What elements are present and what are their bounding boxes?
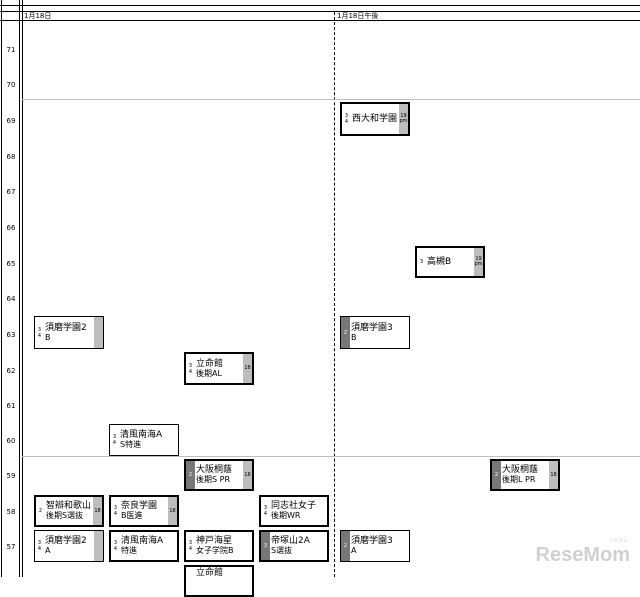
row-label: 68 bbox=[6, 153, 16, 161]
top-border-2 bbox=[0, 11, 640, 12]
gridline-70 bbox=[22, 99, 640, 100]
row-label: 63 bbox=[6, 331, 16, 339]
school-card[interactable]: 2 大阪桐蔭後期L PR 18 bbox=[490, 459, 560, 491]
row-label: 66 bbox=[6, 224, 16, 232]
row-label: 61 bbox=[6, 402, 16, 410]
row-label: 62 bbox=[6, 367, 16, 375]
row-label: 57 bbox=[6, 543, 16, 551]
gridline-60 bbox=[22, 456, 640, 457]
axis-border bbox=[19, 0, 20, 577]
row-label: 67 bbox=[6, 188, 16, 196]
row-label: 70 bbox=[6, 81, 16, 89]
axis-border-2 bbox=[22, 0, 23, 577]
row-label: 71 bbox=[6, 46, 16, 54]
column-header-right: 1月18日午後 bbox=[337, 12, 379, 20]
school-card[interactable]: 2 大阪桐蔭後期S PR 18 bbox=[184, 459, 254, 491]
row-label: 60 bbox=[6, 437, 16, 445]
row-label: 65 bbox=[6, 260, 16, 268]
row-label: 69 bbox=[6, 117, 16, 125]
resemom-logo: リセマム ReseMom bbox=[535, 538, 630, 566]
row-label: 58 bbox=[6, 508, 16, 516]
row-label: 64 bbox=[6, 295, 16, 303]
column-divider bbox=[334, 12, 335, 577]
row-label: 59 bbox=[6, 472, 16, 480]
top-border bbox=[0, 5, 640, 6]
column-header-left: 1月18日 bbox=[24, 12, 52, 20]
left-border bbox=[1, 0, 2, 577]
school-card[interactable]: 立命館 bbox=[184, 565, 254, 597]
school-card[interactable]: 2 智辯和歌山後期S選抜 18 bbox=[34, 495, 104, 527]
header-bottom-border bbox=[0, 20, 640, 21]
